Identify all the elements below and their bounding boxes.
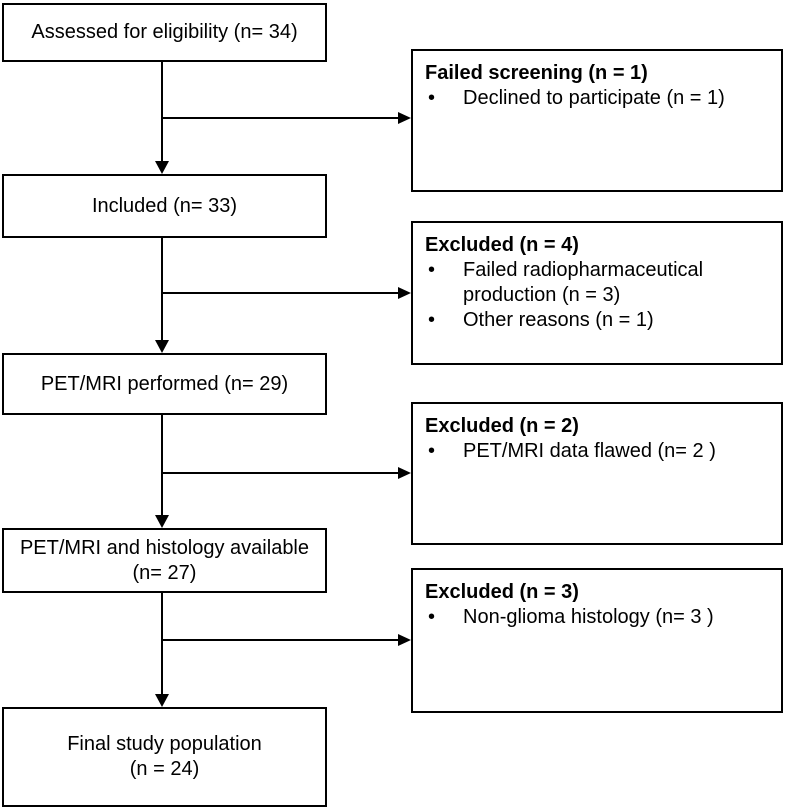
exclusion-box-title: Failed screening (n = 1) xyxy=(425,62,648,84)
exclusion-box-failed-screening: Failed screening (n = 1) Declined to par… xyxy=(411,49,783,192)
flow-box-label: Final study population (n = 24) xyxy=(67,733,262,780)
arrow-right-icon xyxy=(398,634,411,646)
exclusion-reason-list: Failed radiopharmaceutical production (n… xyxy=(425,258,769,333)
exclusion-reason-item: Failed radiopharmaceutical production (n… xyxy=(425,258,769,308)
exclusion-reason-item: Other reasons (n = 1) xyxy=(425,308,769,333)
arrow-right-icon xyxy=(398,467,411,479)
exclusion-box-excluded-4: Excluded (n = 4) Failed radiopharmaceuti… xyxy=(411,221,783,365)
connector-horizontal-3 xyxy=(161,472,399,474)
connector-vertical-1 xyxy=(161,62,163,163)
flow-box-label: Assessed for eligibility (n= 34) xyxy=(31,21,298,43)
arrow-down-icon xyxy=(155,161,169,174)
exclusion-reason-list: Declined to participate (n = 1) xyxy=(425,86,769,111)
arrow-right-icon xyxy=(398,287,411,299)
exclusion-box-excluded-3: Excluded (n = 3) Non-glioma histology (n… xyxy=(411,568,783,713)
exclusion-box-title: Excluded (n = 4) xyxy=(425,234,579,256)
flow-box-assessed-eligibility: Assessed for eligibility (n= 34) xyxy=(2,3,327,62)
arrow-right-icon xyxy=(398,112,411,124)
flow-box-label: PET/MRI and histology available (n= 27) xyxy=(19,536,310,584)
connector-horizontal-1 xyxy=(161,117,399,119)
exclusion-reason-item: Declined to participate (n = 1) xyxy=(425,86,769,111)
arrow-down-icon xyxy=(155,694,169,707)
flow-box-pet-mri-histology-available: PET/MRI and histology available (n= 27) xyxy=(2,528,327,593)
connector-vertical-3 xyxy=(161,415,163,517)
flow-box-label: Included (n= 33) xyxy=(91,194,238,217)
flow-box-final-study-population: Final study population (n = 24) xyxy=(2,707,327,807)
flow-box-label: PET/MRI performed (n= 29) xyxy=(40,372,289,395)
connector-vertical-4 xyxy=(161,593,163,696)
flow-box-pet-mri-performed: PET/MRI performed (n= 29) xyxy=(2,353,327,415)
connector-vertical-2 xyxy=(161,238,163,342)
arrow-down-icon xyxy=(155,340,169,353)
arrow-down-icon xyxy=(155,515,169,528)
connector-horizontal-4 xyxy=(161,639,399,641)
connector-horizontal-2 xyxy=(161,292,399,294)
flow-box-included: Included (n= 33) xyxy=(2,174,327,238)
exclusion-reason-list: Non-glioma histology (n= 3 ) xyxy=(425,605,769,630)
exclusion-box-title: Excluded (n = 3) xyxy=(425,581,579,603)
exclusion-box-excluded-2: Excluded (n = 2) PET/MRI data flawed (n=… xyxy=(411,402,783,545)
exclusion-reason-item: Non-glioma histology (n= 3 ) xyxy=(425,605,769,630)
exclusion-box-title: Excluded (n = 2) xyxy=(425,415,579,437)
exclusion-reason-item: PET/MRI data flawed (n= 2 ) xyxy=(425,439,769,464)
exclusion-reason-list: PET/MRI data flawed (n= 2 ) xyxy=(425,439,769,464)
